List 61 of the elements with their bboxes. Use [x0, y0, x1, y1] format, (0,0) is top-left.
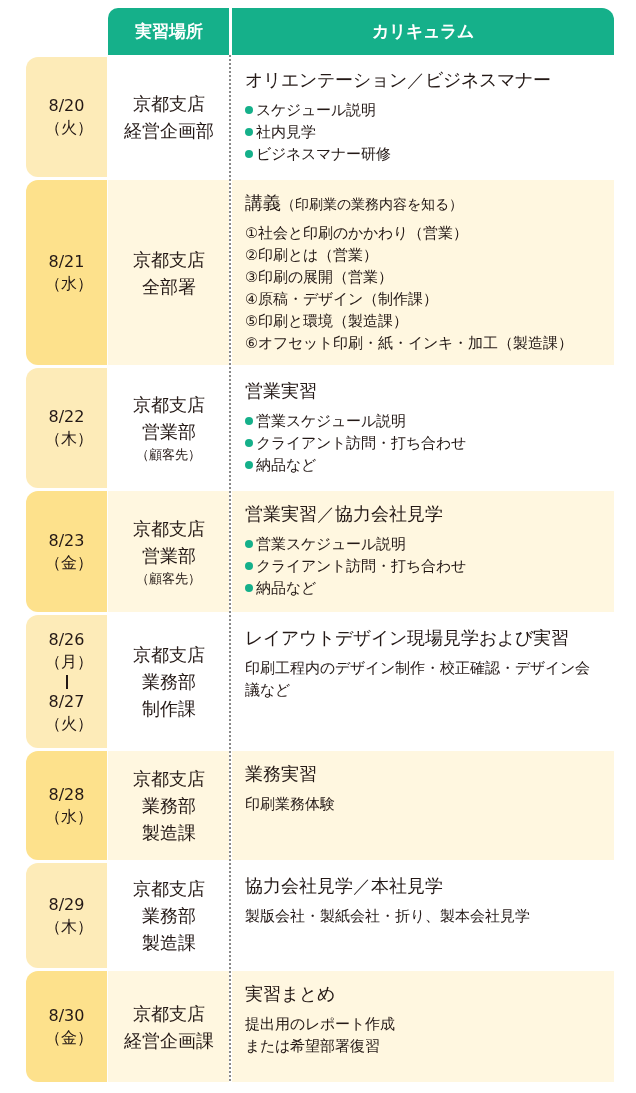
item-text: クライアント訪問・打ち合わせ: [256, 557, 466, 576]
item-text: スケジュール説明: [256, 101, 376, 120]
date-text: 8/30（金）: [44, 1004, 89, 1049]
place-text: 業務部: [141, 794, 196, 818]
item-text: ③印刷の展開（営業）: [245, 268, 394, 287]
date-text: 8/28（水）: [44, 783, 89, 828]
date-text: 8/22（木）: [44, 406, 89, 450]
place-text: 京都支店: [132, 92, 205, 116]
item-text: 納品など: [256, 579, 316, 598]
place-text: 全部署: [141, 274, 196, 299]
place-text: 京都支店: [132, 1001, 205, 1026]
place-note: （顧客先）: [136, 446, 201, 464]
course-title: レイアウトデザイン現場見学および実習: [245, 626, 570, 650]
place-text: 制作課: [141, 697, 196, 721]
date-text: 8/21（水）: [44, 250, 89, 295]
item-text: 印刷工程内のデザイン制作・校正確認・デザイン会議など: [245, 659, 591, 700]
item-text: 印刷業務体験: [245, 795, 336, 814]
item-text: 社内見学: [256, 123, 316, 142]
item-text: 提出用のレポート作成: [245, 1015, 396, 1034]
course-title: 営業実習: [245, 379, 318, 403]
place-text: 営業部: [141, 543, 196, 568]
place-text: 業務部: [141, 670, 196, 694]
date-text: 8/20（火）: [44, 95, 89, 139]
item-text: ⑤印刷と環境（製造課）: [245, 312, 409, 331]
place-text: 製造課: [141, 821, 196, 845]
place-text: 業務部: [141, 904, 196, 928]
place-text: 京都支店: [132, 393, 205, 417]
item-text: または希望部署復習: [245, 1037, 381, 1056]
place-text: 経営企画部: [123, 119, 214, 143]
place-text: 京都支店: [132, 643, 205, 667]
course-subtitle: （印刷業の業務内容を知る）: [281, 196, 463, 214]
item-text: 営業スケジュール説明: [256, 535, 406, 554]
place-text: 京都支店: [132, 877, 205, 901]
item-text: クライアント訪問・打ち合わせ: [256, 434, 466, 453]
item-text: 営業スケジュール説明: [256, 412, 406, 431]
date-text: 8/29（木）: [44, 893, 89, 938]
course-title: 実習まとめ: [245, 982, 336, 1006]
place-text: 経営企画課: [123, 1028, 214, 1053]
header-text: カリキュラム: [372, 20, 474, 43]
item-text: ⑥オフセット印刷・紙・インキ・加工（製造課）: [245, 334, 574, 353]
place-text: 京都支店: [132, 516, 205, 541]
item-text: ②印刷とは（営業）: [245, 246, 379, 265]
item-text: ①社会と印刷のかかわり（営業）: [245, 224, 469, 243]
date-text: 8/26（月）: [44, 628, 89, 673]
course-title: オリエンテーション／ビジネスマナー: [245, 68, 552, 92]
course-title: 業務実習: [245, 762, 318, 786]
item-text: 製版会社・製紙会社・折り、製本会社見学: [245, 907, 531, 926]
date-text: 8/23（金）: [44, 529, 89, 574]
item-text: ④原稿・デザイン（制作課）: [245, 290, 439, 309]
place-text: 京都支店: [132, 247, 205, 272]
place-text: 営業部: [141, 420, 196, 444]
header-text: 実習場所: [134, 20, 203, 43]
place-text: 製造課: [141, 931, 196, 955]
course-title: 講義: [245, 191, 281, 215]
item-text: 納品など: [256, 456, 316, 475]
place-note: （顧客先）: [136, 569, 201, 588]
item-text: ビジネスマナー研修: [256, 145, 391, 164]
date-text: 8/27（火）: [44, 690, 89, 735]
course-title: 営業実習／協力会社見学: [245, 502, 444, 526]
place-text: 京都支店: [132, 767, 205, 791]
course-title: 協力会社見学／本社見学: [245, 874, 444, 898]
